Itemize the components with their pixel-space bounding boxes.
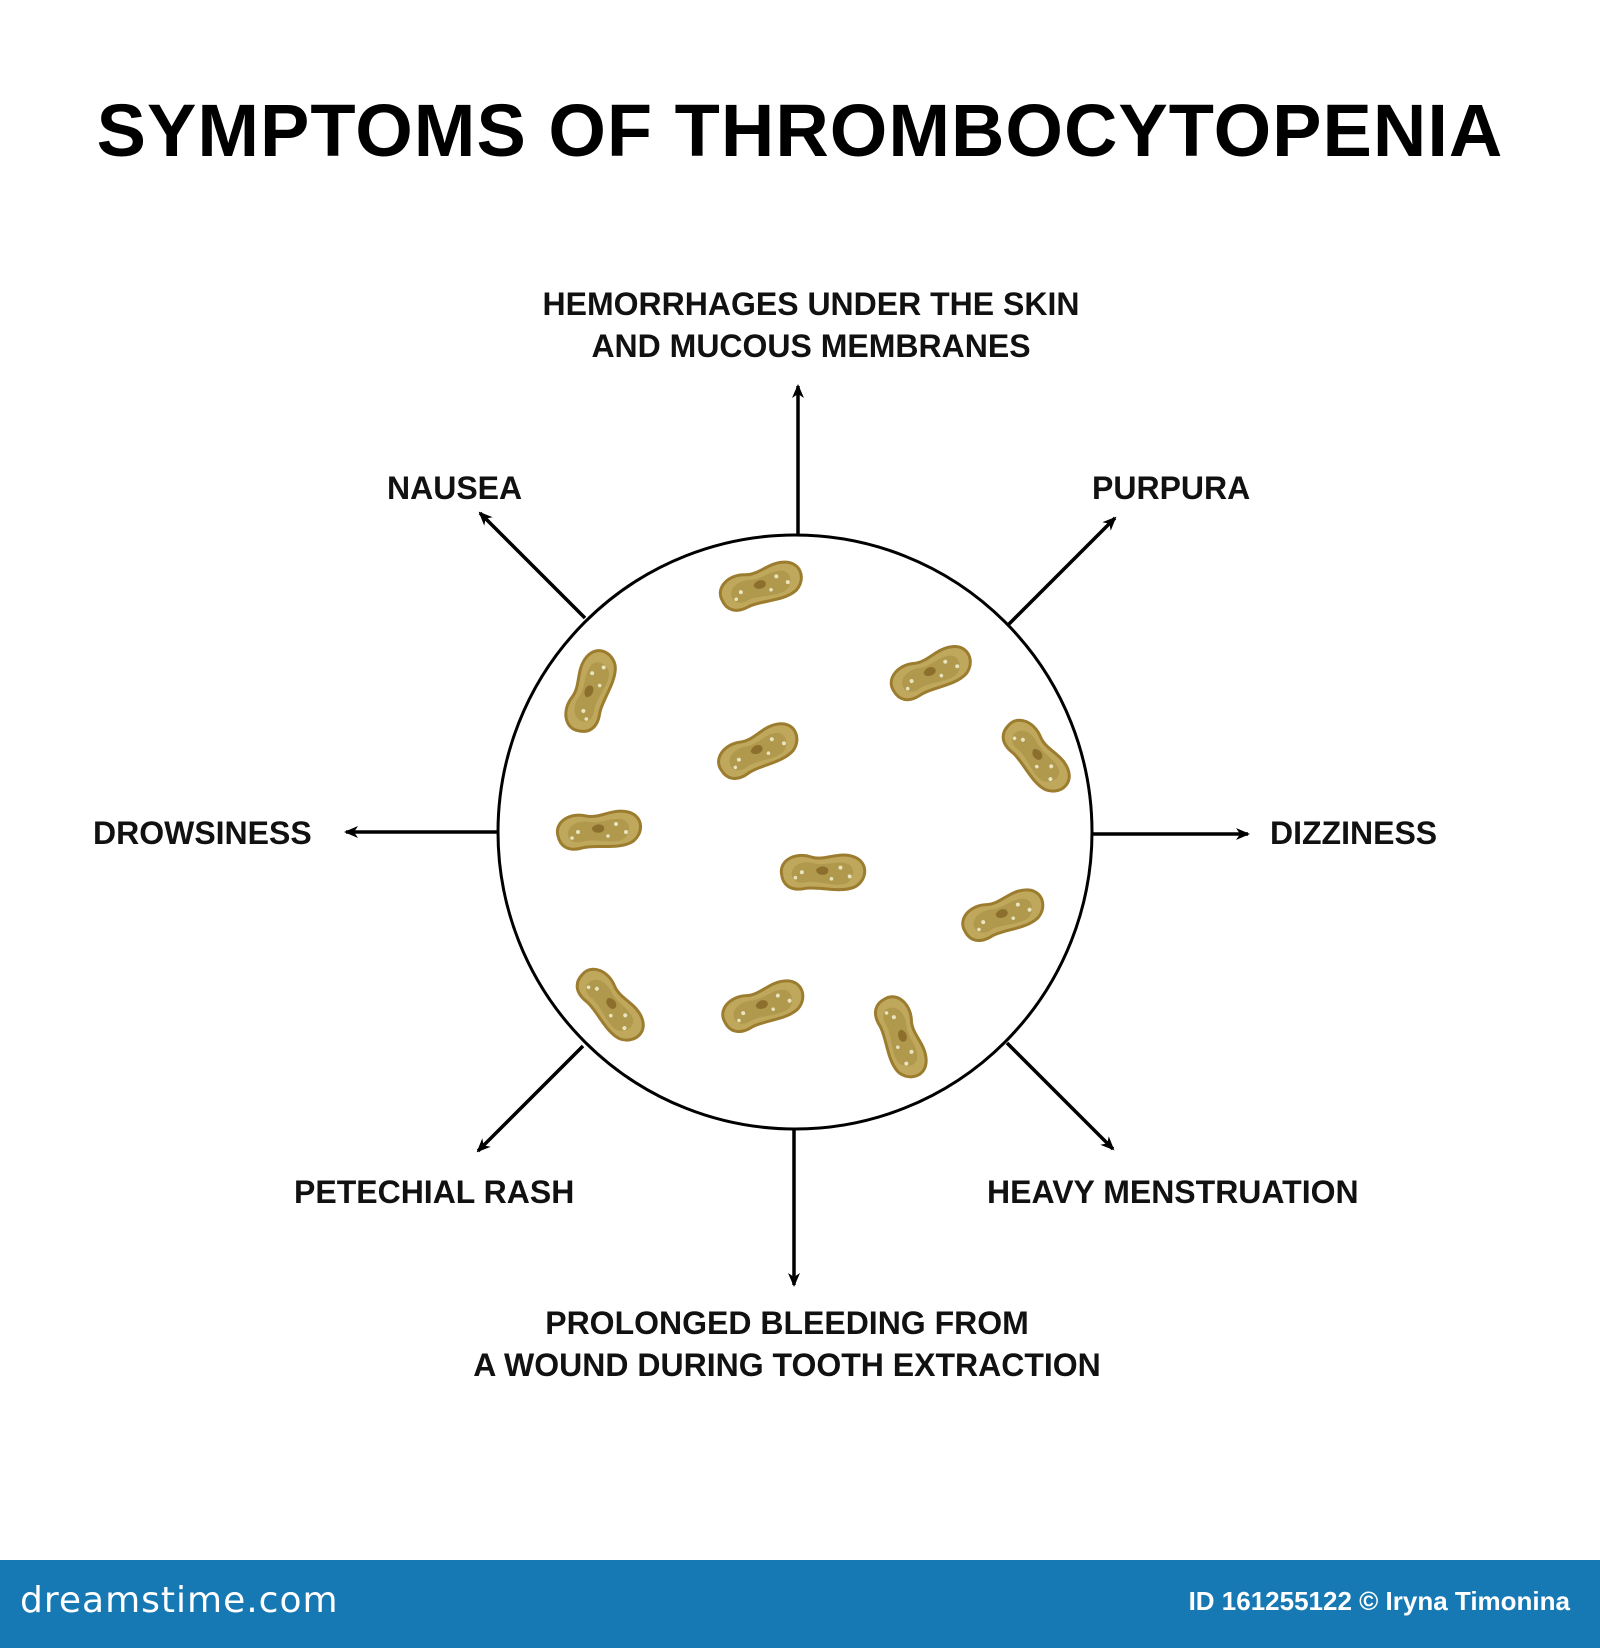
footer-credit: ID 161255122 © Iryna Timonina bbox=[1188, 1586, 1570, 1616]
label-prolonged-bleeding: PROLONGED BLEEDING FROM A WOUND DURING T… bbox=[473, 1302, 1101, 1386]
footer-bar: dreamstime.com ID 161255122 © Iryna Timo… bbox=[0, 1560, 1600, 1648]
label-drowsiness: DROWSINESS bbox=[93, 815, 312, 851]
platelet-cell bbox=[555, 809, 643, 851]
arrow-up-left bbox=[478, 511, 587, 620]
label-heavy-menstruation: HEAVY MENSTRUATION bbox=[987, 1174, 1359, 1210]
label-purpura: PURPURA bbox=[1092, 470, 1251, 506]
diagram-title: SYMPTOMS OF THROMBOCYTOPENIA bbox=[96, 89, 1504, 172]
arrow-up-right bbox=[1005, 516, 1117, 628]
arrow-down-left bbox=[476, 1044, 585, 1153]
label-dizziness: DIZZINESS bbox=[1270, 815, 1438, 851]
label-prolonged-bleeding-line-1: PROLONGED BLEEDING FROM bbox=[545, 1305, 1029, 1341]
label-nausea: NAUSEA bbox=[387, 470, 523, 506]
label-hemorrhages: HEMORRHAGES UNDER THE SKIN AND MUCOUS ME… bbox=[543, 283, 1080, 367]
symptom-diagram bbox=[344, 384, 1250, 1287]
label-petechial-rash: PETECHIAL RASH bbox=[294, 1174, 575, 1210]
platelet-cell bbox=[778, 848, 868, 897]
label-hemorrhages-line-2: AND MUCOUS MEMBRANES bbox=[591, 328, 1031, 364]
label-hemorrhages-line-1: HEMORRHAGES UNDER THE SKIN bbox=[542, 286, 1080, 322]
arrow-down-right bbox=[1005, 1041, 1115, 1151]
footer-logo[interactable]: dreamstime.com bbox=[20, 1580, 339, 1621]
label-prolonged-bleeding-line-2: A WOUND DURING TOOTH EXTRACTION bbox=[473, 1347, 1101, 1383]
